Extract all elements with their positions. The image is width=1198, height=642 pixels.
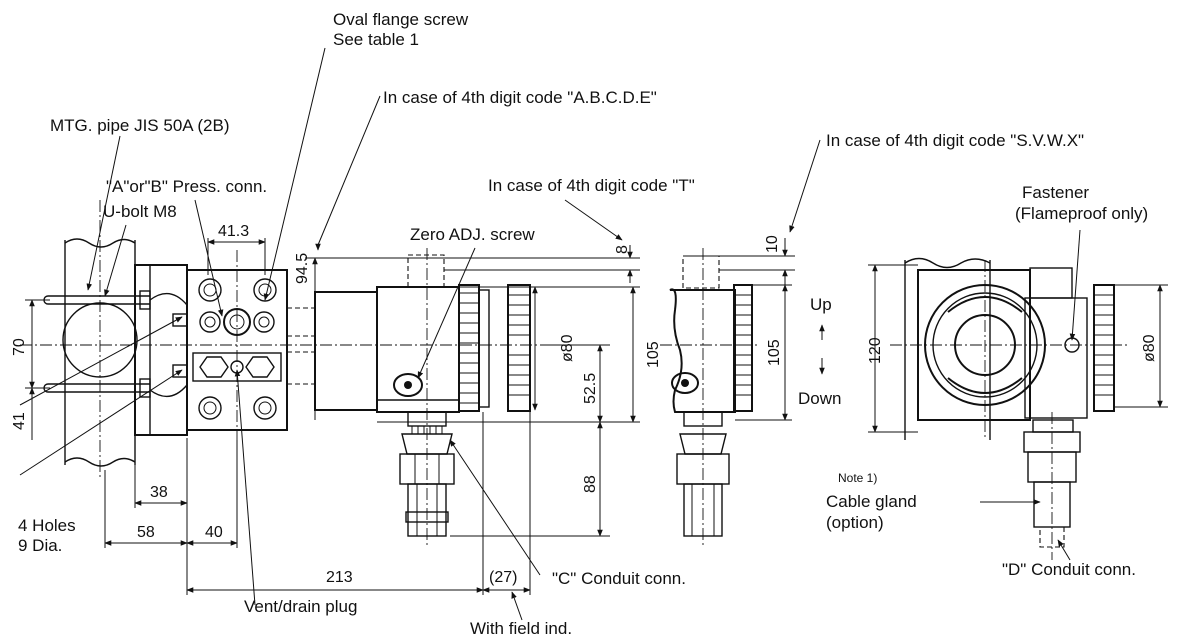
label-oval-flange: Oval flange screw bbox=[333, 10, 469, 29]
dim-41-3: 41.3 bbox=[218, 223, 249, 240]
dim-213: 213 bbox=[326, 569, 353, 586]
label-holes: 4 Holes bbox=[18, 516, 76, 535]
label-flameproof: (Flameproof only) bbox=[1015, 204, 1148, 223]
label-down: Down bbox=[798, 389, 841, 408]
dim-105-mid: 105 bbox=[766, 339, 783, 366]
leader-lines bbox=[19, 47, 1081, 621]
dim-52-5: 52.5 bbox=[582, 373, 599, 404]
label-fastener: Fastener bbox=[1022, 183, 1089, 202]
label-mtg-pipe: MTG. pipe JIS 50A (2B) bbox=[50, 116, 230, 135]
label-zero-adj: Zero ADJ. screw bbox=[410, 225, 535, 244]
label-see-table: See table 1 bbox=[333, 30, 419, 49]
u-bolts bbox=[43, 290, 151, 398]
dim-105-left: 105 bbox=[645, 341, 662, 368]
mounting-pipe bbox=[62, 200, 138, 480]
side-view bbox=[300, 248, 550, 545]
dim-88: 88 bbox=[582, 475, 599, 493]
dim-41: 41 bbox=[11, 412, 28, 430]
label-note1: Note 1) bbox=[838, 471, 877, 485]
dim-120: 120 bbox=[867, 337, 884, 364]
label-dia: 9 Dia. bbox=[18, 536, 62, 555]
dimension-texts: 41.3 94.5 8 10 70 41 38 58 40 213 (27) ø… bbox=[11, 223, 1158, 586]
labels: Oval flange screw See table 1 In case of… bbox=[18, 10, 1148, 638]
label-c-conduit: "C" Conduit conn. bbox=[552, 569, 686, 588]
dim-80-left: ø80 bbox=[559, 334, 576, 362]
front-view bbox=[890, 257, 1130, 560]
label-code-abcde: In case of 4th digit code "A.B.C.D.E" bbox=[383, 88, 657, 107]
label-cable-gland-option: (option) bbox=[826, 513, 884, 532]
label-u-bolt: U-bolt M8 bbox=[103, 202, 177, 221]
dimension-lines bbox=[25, 238, 1168, 595]
dim-70: 70 bbox=[11, 338, 28, 356]
label-press-conn: "A"or"B" Press. conn. bbox=[106, 177, 267, 196]
label-up: Up bbox=[810, 295, 832, 314]
side-view-t bbox=[660, 248, 760, 545]
dim-38: 38 bbox=[150, 484, 168, 501]
label-d-conduit: "D" Conduit conn. bbox=[1002, 560, 1136, 579]
dim-58: 58 bbox=[137, 524, 155, 541]
dim-80-right: ø80 bbox=[1141, 334, 1158, 362]
dim-94-5: 94.5 bbox=[294, 253, 311, 284]
label-vent-drain: Vent/drain plug bbox=[244, 597, 357, 616]
dim-10: 10 bbox=[764, 235, 781, 253]
label-code-svwx: In case of 4th digit code "S.V.W.X" bbox=[826, 131, 1084, 150]
label-code-t: In case of 4th digit code "T" bbox=[488, 176, 695, 195]
dim-8: 8 bbox=[614, 245, 631, 254]
dim-40: 40 bbox=[205, 524, 223, 541]
label-cable-gland: Cable gland bbox=[826, 492, 917, 511]
label-field-ind: With field ind. bbox=[470, 619, 572, 638]
bracket-view bbox=[20, 200, 320, 480]
dim-27: (27) bbox=[489, 569, 517, 586]
